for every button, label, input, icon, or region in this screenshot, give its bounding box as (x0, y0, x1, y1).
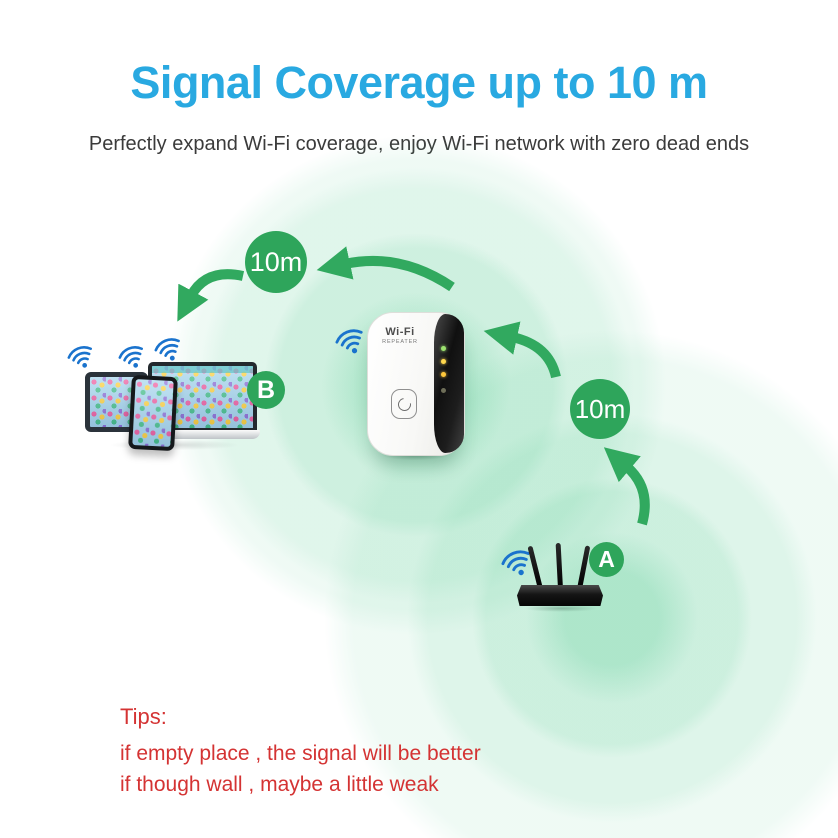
laptop-keyboard-base (140, 430, 260, 439)
smartphone-device (128, 374, 178, 452)
curved-arrow-icon-to-repeater (483, 321, 561, 379)
tips-line-2: if though wall , maybe a little weak (120, 773, 439, 796)
led-indicator (441, 346, 446, 351)
wifi-signal-icon (331, 322, 370, 361)
wifi-repeater-device: Wi-Fi REPEATER (367, 312, 465, 456)
point-b-badge: B (247, 371, 285, 409)
wifi-signal-icon (115, 340, 150, 375)
curved-arrow-icon-repeater-to-10m (316, 246, 455, 292)
distance-badge-left: 10m (245, 231, 307, 293)
page-subtitle: Perfectly expand Wi-Fi coverage, enjoy W… (88, 133, 750, 155)
tips-heading: Tips: (120, 704, 167, 729)
wps-button-icon (394, 394, 414, 414)
repeater-brand-name: Wi-Fi (385, 326, 415, 338)
router-shadow (512, 604, 610, 613)
tips-block: Tips: if empty place , the signal will b… (120, 704, 481, 800)
router-antenna (555, 542, 563, 590)
repeater-led-panel (434, 314, 464, 453)
curved-arrow-icon-to-devices (177, 269, 245, 322)
wifi-signal-icon (64, 340, 99, 375)
router-device (517, 585, 603, 606)
router-coverage-circle-mid (472, 478, 752, 758)
led-indicator (441, 359, 446, 364)
repeater-model-label: REPEATER (382, 339, 418, 345)
tips-line-1: if empty place , the signal will be bett… (120, 742, 481, 765)
distance-badge-right: 10m (570, 379, 630, 439)
wps-button (391, 389, 417, 419)
router-antenna (577, 545, 590, 590)
curved-arrow-icon-router-to-10m (603, 447, 650, 526)
repeater-brand: Wi-Fi REPEATER (368, 326, 432, 345)
page-title: Signal Coverage up to 10 m (130, 57, 708, 108)
led-indicator (441, 388, 446, 393)
point-a-badge: A (589, 542, 624, 577)
led-indicator (441, 372, 446, 377)
